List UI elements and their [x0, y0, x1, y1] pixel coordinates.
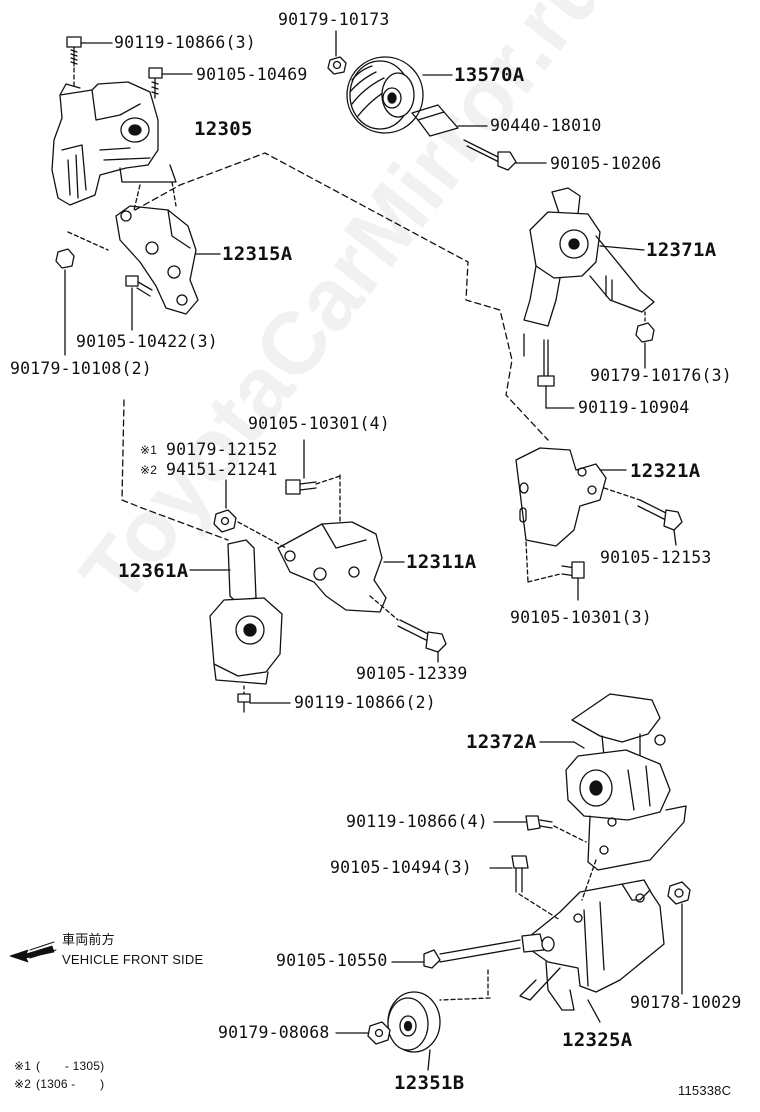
label-12372A: 12372A [466, 731, 537, 753]
label-90178-10029: 90178-10029 [630, 993, 742, 1012]
bolt-90105-12153 [603, 487, 683, 546]
mount-12371A [523, 187, 655, 327]
bracket-12325A [519, 879, 665, 1023]
nut-90178-10029 [667, 881, 691, 995]
mount-12361A [189, 539, 283, 685]
label-12305: 12305 [194, 118, 253, 140]
nut-90179-08068 [335, 1021, 391, 1045]
bracket-12315A [115, 205, 221, 315]
bolt-90105-10422-3 [125, 275, 153, 331]
label-12321A: 12321A [630, 460, 701, 482]
label-90105-10422-3: 90105-10422(3) [76, 332, 218, 351]
label-12325A: 12325A [562, 1029, 633, 1051]
label-90105-10206: 90105-10206 [550, 154, 662, 173]
label-12361A: 12361A [118, 560, 189, 582]
bolt-90119-10866-2 [237, 685, 291, 713]
label-90179-10176-3: 90179-10176(3) [590, 366, 732, 385]
label-12315A: 12315A [222, 243, 293, 265]
footnote-1-mark: ※1 [14, 1059, 32, 1073]
label-12351B: 12351B [394, 1072, 465, 1094]
label-94151-21241: 94151-21241 [166, 460, 278, 479]
nut-90179-10108-2 [55, 248, 75, 356]
diagram-code: 115338C [678, 1083, 732, 1098]
bolt-90119-10866-4 [493, 815, 587, 843]
label-13570A: 13570A [454, 64, 525, 86]
bracket-12311A [277, 521, 405, 613]
footnote-2-mark: ※2 [14, 1077, 32, 1091]
label-12311A: 12311A [406, 551, 477, 573]
label-90179-10173: 90179-10173 [278, 10, 390, 29]
label-90119-10866-2: 90119-10866(2) [294, 693, 436, 712]
bolt-90105-10301-4 [285, 439, 341, 495]
bolt-90105-10301-3 [525, 541, 585, 601]
bolt-90105-10206 [463, 139, 547, 171]
footnote-mark-2: ※2 [140, 463, 158, 477]
bolt-90105-10469 [148, 67, 193, 99]
mount-12372A [539, 693, 687, 871]
label-90105-10469: 90105-10469 [196, 65, 308, 84]
bolt-90105-10494-3 [489, 855, 561, 921]
bracket-12321A [515, 447, 627, 547]
front-arrow-icon [9, 941, 57, 963]
idler-pulley-12351B [387, 991, 441, 1071]
bolt-90119-10904 [523, 333, 575, 409]
label-90105-12153: 90105-12153 [600, 548, 712, 567]
label-90105-10494-3: 90105-10494(3) [330, 858, 472, 877]
idler-pulley-13570A [346, 56, 453, 134]
label-90179-08068: 90179-08068 [218, 1023, 330, 1042]
label-90105-10301-3: 90105-10301(3) [510, 608, 652, 627]
bolt-90119-10866-3 [66, 36, 113, 67]
nut-90179-10176-3 [635, 311, 655, 369]
label-90179-10108-2: 90179-10108(2) [10, 359, 152, 378]
label-90105-10550: 90105-10550 [276, 951, 388, 970]
bolt-90105-10550 [391, 933, 555, 969]
label-90119-10904: 90119-10904 [578, 398, 690, 417]
label-90105-12339: 90105-12339 [356, 664, 468, 683]
label-90119-10866-4: 90119-10866(4) [346, 812, 488, 831]
label-90179-12152: 90179-12152 [166, 440, 278, 459]
label-90119-10866-3: 90119-10866(3) [114, 33, 256, 52]
label-12371A: 12371A [646, 239, 717, 261]
footnote-mark-1: ※1 [140, 443, 158, 457]
engine-mount-12305 [51, 81, 177, 206]
nut-90179-12152 [213, 479, 237, 533]
footnote-2-range: (1306 - ) [36, 1077, 105, 1091]
nut-90179-10173 [327, 30, 347, 75]
footnote-1-range: ( - 1305) [36, 1059, 105, 1073]
bolt-90105-12339 [369, 595, 447, 663]
label-90440-18010: 90440-18010 [490, 116, 602, 135]
front-side-japanese: 車両前方 [62, 932, 115, 947]
front-side-english: VEHICLE FRONT SIDE [62, 952, 204, 967]
label-90105-10301-4: 90105-10301(4) [248, 414, 390, 433]
collar-90440-18010 [411, 104, 488, 137]
